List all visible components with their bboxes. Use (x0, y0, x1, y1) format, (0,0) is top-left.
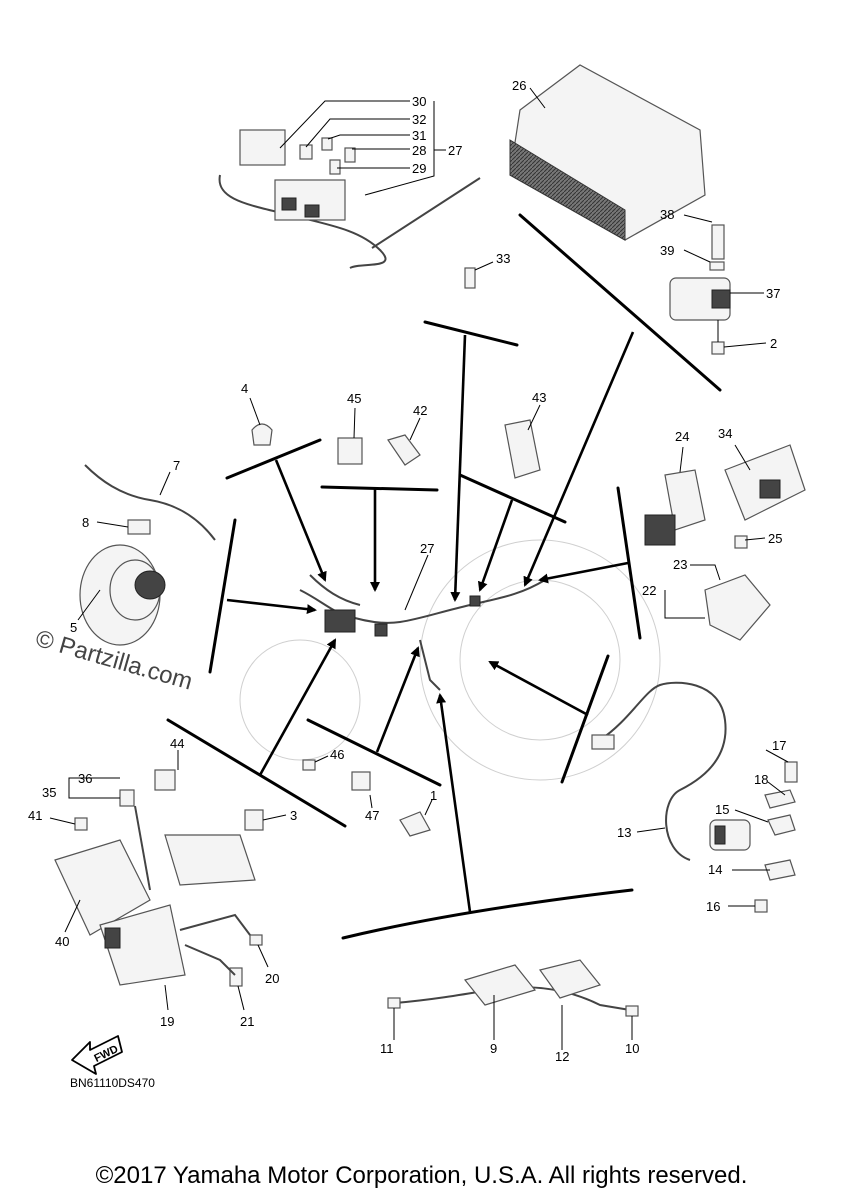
part-label-35: 35 (42, 785, 56, 800)
part-label-30: 30 (412, 94, 426, 109)
fwd-arrow-icon: FWD (71, 1035, 123, 1075)
part-label-40: 40 (55, 934, 69, 949)
part-label-41: 41 (28, 808, 42, 823)
main-wire-harness (299, 554, 546, 691)
part-label-39: 39 (660, 243, 674, 258)
part-label-42: 42 (413, 403, 427, 418)
part-label-5: 5 (70, 620, 77, 635)
relay-assembly (218, 100, 481, 269)
part-label-2: 2 (770, 336, 777, 351)
part-label-18: 18 (754, 772, 768, 787)
part-label-47: 47 (365, 808, 379, 823)
part-label-27-main: 27 (420, 541, 434, 556)
part-label-46: 46 (330, 747, 344, 762)
part-label-24: 24 (675, 429, 689, 444)
battery-bracket-parts (669, 214, 767, 355)
part-label-26: 26 (512, 78, 526, 93)
ecu-switch-group (49, 750, 287, 1011)
part-label-16: 16 (706, 899, 720, 914)
part-labels: 30 32 31 28 27 29 26 38 39 37 2 33 4 45 … (28, 78, 786, 1064)
part-33 (464, 261, 494, 289)
part-label-27-upper: 27 (448, 143, 462, 158)
part-label-33: 33 (496, 251, 510, 266)
part-label-17: 17 (772, 738, 786, 753)
copyright-notice: ©2017 Yamaha Motor Corporation, U.S.A. A… (95, 1162, 748, 1189)
part-label-38: 38 (660, 207, 674, 222)
part-label-9: 9 (490, 1041, 497, 1056)
part-label-44: 44 (170, 736, 184, 751)
part-label-28: 28 (412, 143, 426, 158)
part-label-4: 4 (241, 381, 248, 396)
part-label-12: 12 (555, 1049, 569, 1064)
sensor-cable-assembly (591, 681, 798, 913)
upper-small-parts (249, 397, 541, 479)
part-label-29: 29 (412, 161, 426, 176)
small-connectors (302, 755, 433, 837)
part-label-1: 1 (430, 788, 437, 803)
grouping-bars (166, 213, 722, 940)
part-label-45: 45 (347, 391, 361, 406)
part-label-22: 22 (642, 583, 656, 598)
part-label-36: 36 (78, 771, 92, 786)
part-label-20: 20 (265, 971, 279, 986)
battery (509, 64, 706, 241)
part-label-31: 31 (412, 128, 426, 143)
part-label-3: 3 (290, 808, 297, 823)
part-label-32: 32 (412, 112, 426, 127)
part-label-15: 15 (715, 802, 729, 817)
part-label-13: 13 (617, 825, 631, 840)
part-label-19: 19 (160, 1014, 174, 1029)
part-label-14: 14 (708, 862, 722, 877)
part-label-37: 37 (766, 286, 780, 301)
part-label-34: 34 (718, 426, 732, 441)
bottom-sensor-harness (387, 959, 639, 1050)
part-label-10: 10 (625, 1041, 639, 1056)
part-label-21: 21 (240, 1014, 254, 1029)
part-label-25: 25 (768, 531, 782, 546)
drawing-code: BN61110DS470 (70, 1076, 155, 1090)
rectifier-group (644, 444, 806, 641)
assembly-arrows (226, 331, 635, 913)
part-label-8: 8 (82, 515, 89, 530)
horn-assembly (77, 464, 216, 646)
part-label-43: 43 (532, 390, 546, 405)
part-label-7: 7 (173, 458, 180, 473)
part-label-23: 23 (673, 557, 687, 572)
part-label-11: 11 (380, 1041, 394, 1056)
